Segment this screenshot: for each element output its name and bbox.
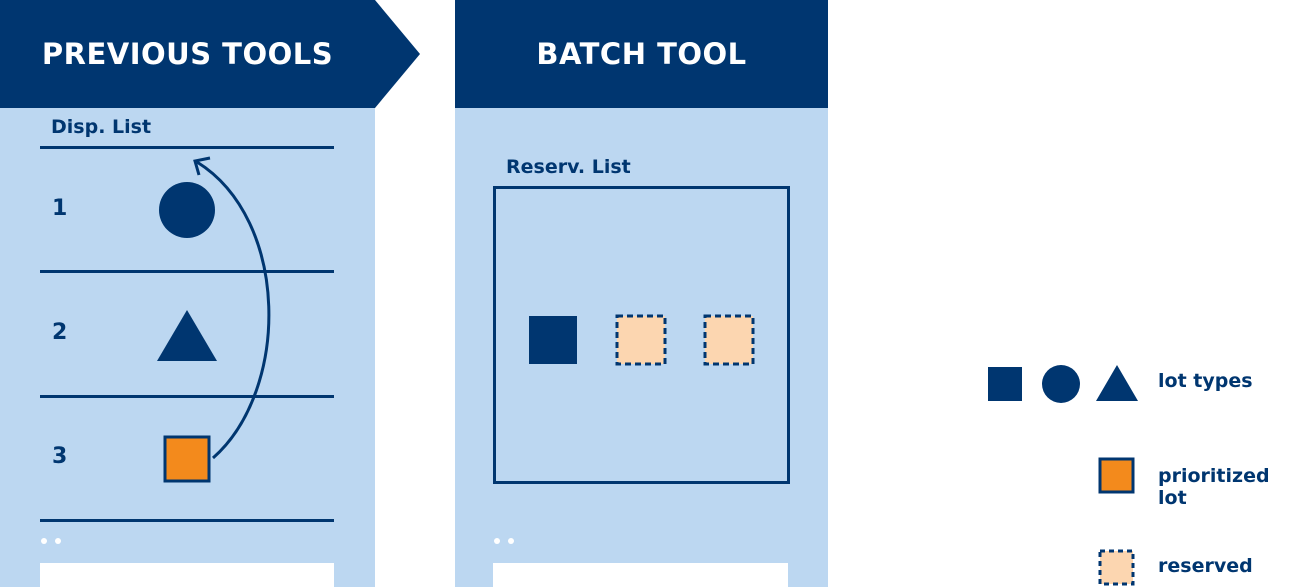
reserv-list-label: Reserv. List [506,156,631,178]
reserv-shapes-layer [529,314,755,366]
panel-edge-tick [375,158,379,160]
legend-lot-types: lot types [1158,370,1253,392]
panel-edge-tick [828,140,832,142]
panel-edge-tick [828,167,832,169]
disp-list-top-line [40,146,334,149]
left-shapes-layer [157,156,271,483]
panel-edge-tick [375,149,379,151]
circle-icon [159,182,215,238]
row-number-3: 3 [52,444,68,469]
disp-list-bottom-line [40,519,334,522]
previous-tools-header-arrow [0,0,420,108]
priority-arrow-head [193,156,211,176]
continuation-dot [41,538,47,544]
legend-reserved-icon [1098,549,1135,586]
legend-reserved: reserved [1158,555,1253,577]
disp-list-label: Disp. List [51,116,152,138]
panel-edge-tick [375,140,379,142]
legend-circle-icon [1042,365,1080,403]
disp-list-row-divider [40,395,334,398]
panel-edge-tick [375,176,379,178]
legend-prioritized-icon [1098,457,1135,494]
row-number-1: 1 [52,196,68,221]
panel-edge-tick [828,176,832,178]
batch-tool-title: BATCH TOOL [455,0,828,108]
square-icon [529,316,577,364]
previous-tools-title: PREVIOUS TOOLS [41,37,334,71]
panel-edge-tick [828,185,832,187]
reserved-square-icon [703,314,755,366]
panel-edge-tick [375,185,379,187]
continuation-dot [55,538,61,544]
legend-shapes [988,365,1138,586]
triangle-icon [157,310,217,361]
reserved-square-icon [615,314,667,366]
reserv-list-box [493,186,790,484]
priority-arrow [196,160,271,460]
legend-prioritized-lot: prioritized lot [1158,465,1270,509]
legend-triangle-icon [1096,365,1138,401]
continuation-dot [494,538,500,544]
legend-square-icon [988,367,1022,401]
right-bottom-slot [493,563,788,587]
left-bottom-slot [40,563,334,587]
continuation-dot [508,538,514,544]
panel-edge-tick [828,149,832,151]
disp-list-row-divider [40,270,334,273]
row-number-2: 2 [52,320,68,345]
square-icon-prioritized [163,435,211,483]
panel-edge-tick [375,167,379,169]
panel-edge-tick [828,158,832,160]
